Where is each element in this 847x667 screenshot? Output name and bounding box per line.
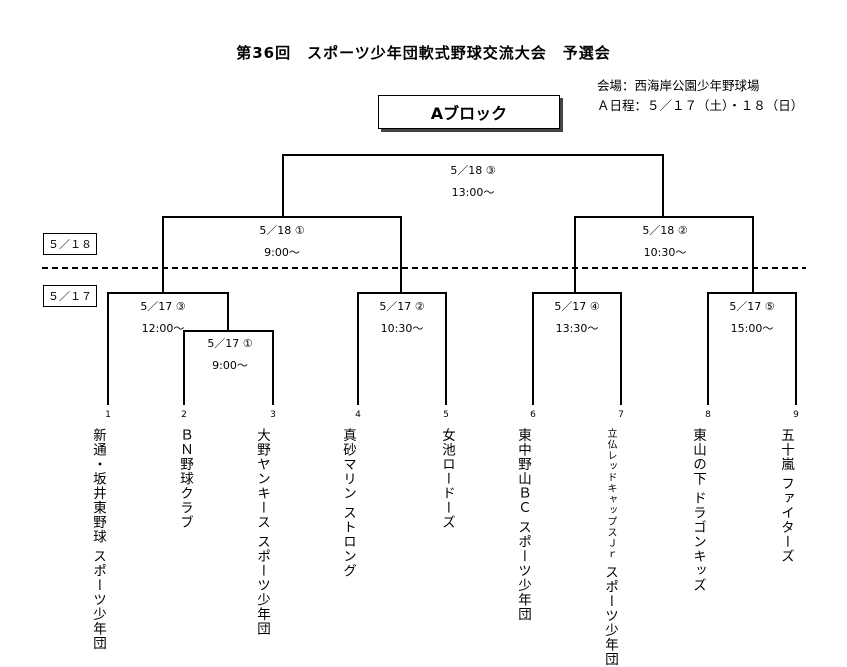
- team-9-name: 五十嵐 ファイターズ: [776, 428, 796, 564]
- match-semi-left-time: 9:00～: [264, 246, 300, 259]
- team-9-number: 9: [793, 410, 799, 420]
- match-r1-2-date: 5／17 ②: [379, 300, 425, 313]
- match-r1-1: 5／17 ① 9:00～: [175, 333, 285, 377]
- team-4-line2: ストロング: [340, 505, 356, 579]
- match-final: 5／18 ③ 13:00～: [418, 160, 528, 204]
- block-label: Aブロック: [378, 95, 560, 129]
- semi-right-bracket-line: [574, 216, 754, 293]
- match-r1-2: 5／17 ② 10:30～: [347, 296, 457, 340]
- team-7-line1: 立仏レッドキャップスＪｒ: [605, 428, 616, 560]
- venue-info: 会場：西海岸公園少年野球場 Ａ日程：５／１７（土）・１８（日）: [597, 76, 803, 116]
- team-7-name: 立仏レッドキャップスＪｒ スポーツ少年団: [600, 428, 620, 667]
- venue-dates: Ａ日程：５／１７（土）・１８（日）: [597, 98, 804, 113]
- team-3-line2: スポーツ少年団: [254, 534, 270, 637]
- tournament-bracket: [42, 154, 806, 405]
- match-r1-5: 5／17 ⑤ 15:00～: [697, 296, 807, 340]
- team-9-line1: 五十嵐: [778, 428, 794, 472]
- team-5-name: 女池ロードーズ: [437, 428, 457, 530]
- match-semi-left: 5／18 ① 9:00～: [227, 220, 337, 264]
- semi-left-bracket-line: [162, 216, 402, 293]
- team-6-line2: スポーツ少年団: [515, 520, 531, 622]
- match-r1-3-date: 5／17 ③: [140, 300, 186, 313]
- team-5-line1: 女池ロードーズ: [439, 428, 455, 530]
- match-r1-1-date: 5／17 ①: [207, 337, 253, 350]
- team-7-line2: スポーツ少年団: [602, 565, 618, 667]
- r1-4-bracket-line: [532, 292, 622, 405]
- team-6-number: 6: [530, 410, 536, 420]
- match-semi-right: 5／18 ② 10:30～: [610, 220, 720, 264]
- match-r1-3: 5／17 ③ 12:00～: [108, 296, 218, 340]
- team-7-number: 7: [618, 410, 624, 420]
- match-semi-right-date: 5／18 ②: [642, 224, 688, 237]
- team-8-name: 東山の下 ドラゴンキッズ: [688, 428, 708, 593]
- match-final-date: 5／18 ③: [450, 164, 496, 177]
- match-r1-4-time: 13:30～: [555, 322, 599, 335]
- team-8-line2: ドラゴンキッズ: [690, 491, 706, 593]
- team-5-number: 5: [443, 410, 449, 420]
- team-1-line2: スポーツ少年団: [90, 549, 106, 651]
- match-r1-2-time: 10:30～: [380, 322, 424, 335]
- match-semi-left-date: 5／18 ①: [259, 224, 305, 237]
- match-r1-1-time: 9:00～: [212, 359, 248, 372]
- team-1-line1: 新通・坂井東野球: [90, 428, 106, 544]
- day2-label: ５／１８: [43, 233, 97, 255]
- team-3-line1: 大野ヤンキース: [254, 428, 270, 530]
- team-1-name: 新通・坂井東野球 スポーツ少年団: [88, 428, 108, 651]
- r1-1-bracket-line: [183, 330, 274, 405]
- team-2-line1: ＢＮ野球クラブ: [177, 428, 193, 530]
- match-r1-5-date: 5／17 ⑤: [729, 300, 775, 313]
- team-4-number: 4: [355, 410, 361, 420]
- match-r1-4-date: 5／17 ④: [554, 300, 600, 313]
- team-3-name: 大野ヤンキース スポーツ少年団: [252, 428, 272, 636]
- page-title: 第36回 スポーツ少年団軟式野球交流大会 予選会: [236, 44, 611, 62]
- match-final-time: 13:00～: [451, 186, 495, 199]
- r1-2-bracket-line: [357, 292, 447, 405]
- team-3-number: 3: [270, 410, 276, 420]
- team-4-line1: 真砂マリン: [340, 428, 356, 501]
- team-1-number: 1: [105, 410, 111, 420]
- day1-label: ５／１７: [43, 285, 97, 307]
- r1-5-bracket-line: [707, 292, 797, 405]
- r1-3-bracket-line: [107, 292, 229, 405]
- team-6-name: 東中野山ＢＣ スポーツ少年団: [513, 428, 533, 622]
- match-r1-3-time: 12:00～: [141, 322, 185, 335]
- team-4-name: 真砂マリン ストロング: [338, 428, 358, 578]
- match-r1-5-time: 15:00～: [730, 322, 774, 335]
- venue-place: 会場：西海岸公園少年野球場: [597, 78, 760, 93]
- team-8-line1: 東山の下: [690, 428, 706, 486]
- final-bracket-line: [282, 154, 664, 217]
- team-9-line2: ファイターズ: [778, 476, 794, 564]
- match-r1-4: 5／17 ④ 13:30～: [522, 296, 632, 340]
- team-2-number: 2: [181, 410, 187, 420]
- team-8-number: 8: [705, 410, 711, 420]
- team-6-line1: 東中野山ＢＣ: [515, 428, 531, 515]
- match-semi-right-time: 10:30～: [643, 246, 687, 259]
- team-2-name: ＢＮ野球クラブ: [175, 428, 195, 530]
